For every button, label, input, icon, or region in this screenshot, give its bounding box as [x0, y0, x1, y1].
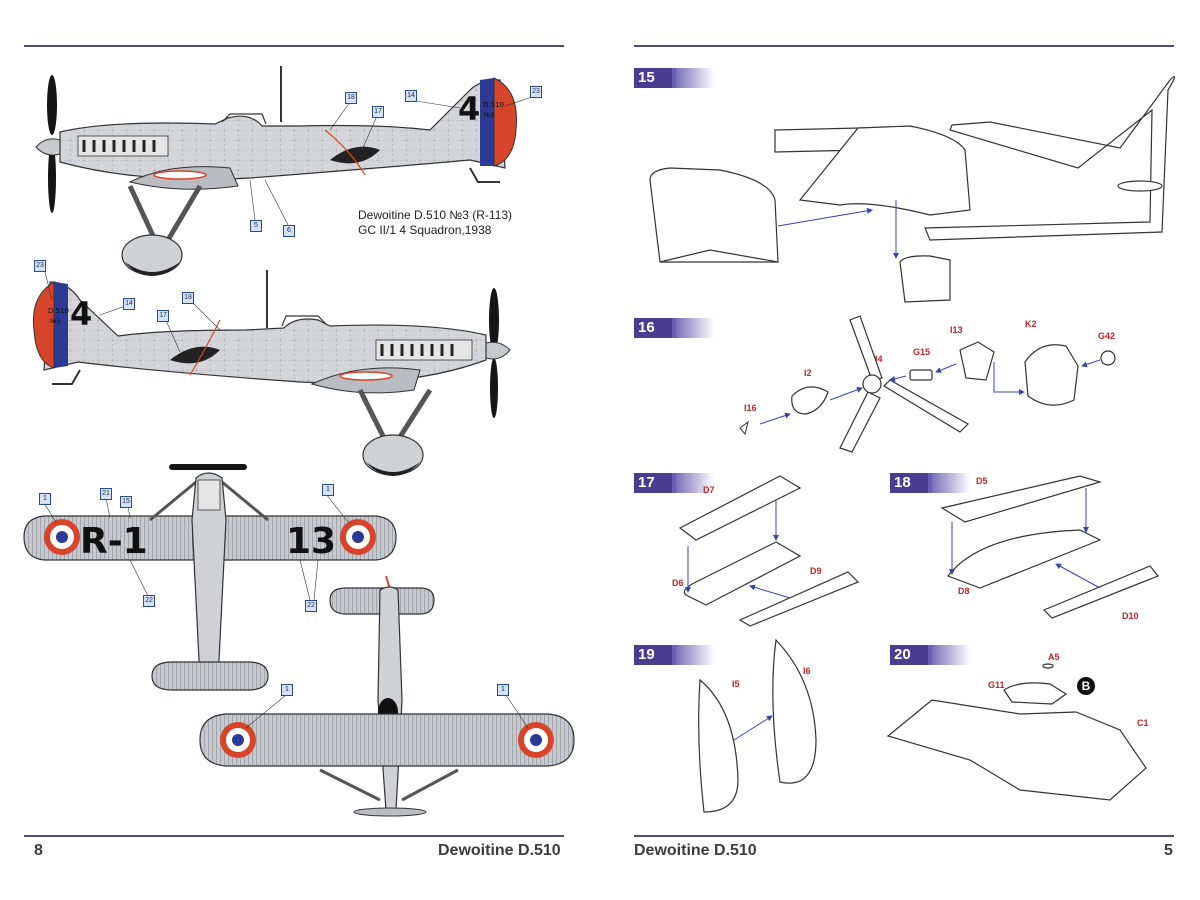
tail-text-2b: №3 — [50, 318, 60, 325]
part-D10: D10 — [1122, 611, 1139, 621]
tail-number-1: 4 — [458, 90, 480, 128]
assembly-illustrations: B — [649, 76, 1176, 813]
step15-seat-frame — [649, 167, 779, 263]
marker-b: B — [1082, 679, 1091, 693]
part-K2: K2 — [1025, 319, 1037, 329]
part-A5: A5 — [1048, 652, 1060, 662]
profile-side-view-1: 4 D.510 №3 — [35, 66, 536, 276]
part-I5: I5 — [732, 679, 740, 689]
footer-title-left: Dewoitine D.510 — [438, 842, 561, 859]
callout-14-bottom: 14 — [123, 298, 135, 310]
part-I4: I4 — [875, 354, 883, 364]
callout-21: 21 — [100, 488, 112, 500]
part-G11: G11 — [988, 680, 1005, 690]
callout-23-bottom: 23 — [34, 260, 46, 272]
step-18-badge: 18 — [890, 473, 970, 493]
planform-bottom-view — [199, 575, 575, 817]
top-rule-left — [24, 45, 564, 47]
step-20-badge: 20 — [890, 645, 970, 665]
right-page: B 15 16 17 18 19 20 I16 I2 I4 G15 I13 K2… — [600, 0, 1200, 900]
page-number-left: 8 — [34, 842, 43, 859]
callout-1-plan-left: 1 — [39, 493, 51, 505]
tail-number-2: 4 — [70, 295, 92, 333]
left-page: 4 D.510 №3 4 D.510 — [23, 45, 575, 859]
step-17-badge: 17 — [634, 473, 714, 493]
callout-17-top: 17 — [372, 106, 384, 118]
footer-title-right: Dewoitine D.510 — [634, 842, 757, 859]
step-19-badge: 19 — [634, 645, 714, 665]
part-I6: I6 — [803, 666, 811, 676]
part-D5: D5 — [976, 476, 988, 486]
callout-6: 6 — [283, 225, 295, 237]
part-D6: D6 — [672, 578, 684, 588]
callout-1-under-right: 1 — [497, 684, 509, 696]
part-D8: D8 — [958, 586, 970, 596]
top-rule-right — [634, 45, 1174, 47]
callout-5: 5 — [250, 220, 262, 232]
part-D7: D7 — [703, 485, 715, 495]
callout-1-under-left: 1 — [281, 684, 293, 696]
page-number-right: 5 — [1164, 842, 1173, 859]
aircraft-caption: Dewoitine D.510 №3 (R-113) GC II/1 4 Squ… — [358, 208, 512, 238]
callout-18-top: 18 — [345, 92, 357, 104]
aircraft-illustrations: 4 D.510 №3 4 D.510 — [23, 66, 575, 817]
part-G15: G15 — [913, 347, 931, 357]
callout-22-right: 22 — [305, 600, 317, 612]
caption-line-2: GC II/1 4 Squadron,1938 — [358, 223, 492, 237]
step-16-badge: 16 — [634, 318, 714, 338]
tail-text-2: D.510 — [48, 307, 69, 315]
bottom-rule-left — [24, 835, 564, 837]
planform-top-view: R-1 13 — [23, 464, 397, 691]
part-C1: C1 — [1137, 718, 1149, 728]
callout-23-top: 23 — [530, 86, 542, 98]
part-I13: I13 — [950, 325, 963, 335]
callout-15: 15 — [120, 496, 132, 508]
callout-18-bottom: 18 — [182, 292, 194, 304]
step-15-badge: 15 — [634, 68, 714, 88]
callout-17-bottom: 17 — [157, 310, 169, 322]
bottom-rule-right — [634, 835, 1174, 837]
caption-line-1: Dewoitine D.510 №3 (R-113) — [358, 208, 513, 222]
part-D9: D9 — [810, 566, 822, 576]
callout-1-plan-right: 1 — [322, 484, 334, 496]
wing-code-right: 13 — [286, 521, 336, 562]
part-G42: G42 — [1098, 331, 1116, 341]
callout-14-top: 14 — [405, 90, 417, 102]
tail-text-1b: №3 — [484, 112, 494, 119]
tail-text-1: D.510 — [483, 101, 504, 109]
profile-side-view-2: 4 D.510 №3 — [32, 270, 511, 476]
part-I16: I16 — [744, 403, 757, 413]
part-I2: I2 — [804, 368, 812, 378]
wing-code-left: R-1 — [80, 521, 148, 562]
callout-22-left: 22 — [143, 595, 155, 607]
